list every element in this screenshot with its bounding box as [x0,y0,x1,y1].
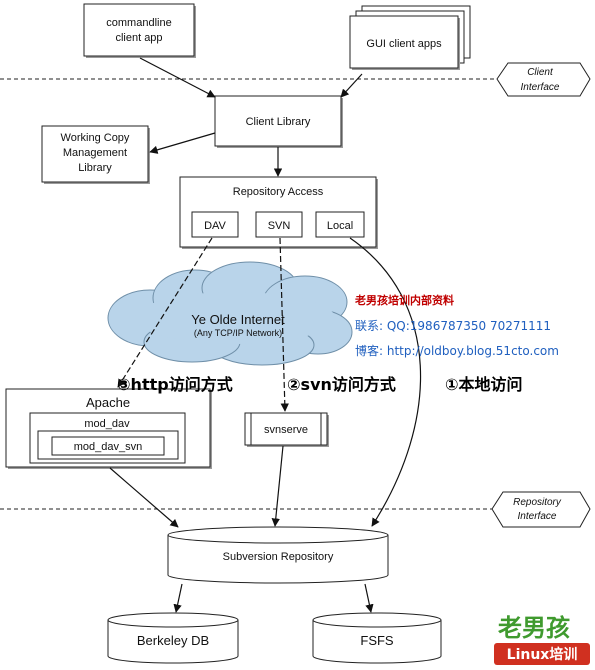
edge-repository-to-fsfs [364,583,374,613]
edge-dav-to-apache [117,237,213,388]
internet-label-line2: (Any TCP/IP Network) [194,328,282,338]
oldboy-logo: 老男孩 Linux培训 [494,614,590,665]
fsfs-label: FSFS [360,633,394,648]
repository-access-node: Repository Access DAV SVN Local [179,176,378,249]
route-http-label: ③http访问方式 [117,375,233,394]
svn-label: SVN [268,220,291,232]
edge-gui-to-library [340,73,363,98]
route-local-label: ①本地访问 [445,375,523,394]
client-interface-tag: Client Interface [496,62,591,97]
note-contact: 联系: QQ:1986787350 70271111 [355,319,551,333]
internet-cloud: Ye Olde Internet (Any TCP/IP Network) [107,261,353,366]
working-copy-library-node: Working Copy Management Library [41,125,150,184]
repository-access-label: Repository Access [233,186,324,198]
local-label: Local [327,220,353,232]
berkeley-db-node: Berkeley DB [107,612,239,664]
svn-node [255,211,303,238]
dav-label: DAV [204,220,226,232]
mod-dav-label: mod_dav [84,418,130,430]
fsfs-node: FSFS [312,612,442,664]
svnserve-label: svnserve [264,424,308,436]
working-copy-label-line3: Library [78,162,112,174]
gui-client-node: GUI client apps [349,5,471,70]
apache-node: Apache mod_dav mod_dav_svn [5,388,212,469]
working-copy-label-line2: Management [63,147,127,159]
edge-apache-to-repository [109,467,179,528]
repository-interface-tag: Repository Interface [491,491,591,528]
client-interface-label-line1: Client [527,67,554,78]
svnserve-node: svnserve [244,412,329,447]
gui-client-label: GUI client apps [366,38,442,50]
local-node [315,211,365,238]
repository-interface-label-line2: Interface [518,511,557,522]
working-copy-label-line1: Working Copy [61,132,130,144]
berkeley-db-label: Berkeley DB [137,633,209,648]
repository-interface-label-line1: Repository [513,497,562,508]
commandline-client-label-line1: commandline [106,17,171,29]
commandline-client-node: commandline client app [83,3,196,58]
note-blog: 博客: http://oldboy.blog.51cto.com [355,343,559,358]
client-library-node: Client Library [214,95,343,148]
commandline-client-label-line2: client app [115,32,162,44]
internet-label-line1: Ye Olde Internet [191,312,285,327]
edge-library-to-working-copy [149,132,216,154]
note-title: 老男孩培训内部资料 [354,293,454,307]
client-interface-label-line2: Interface [521,82,560,93]
route-svn-label: ②svn访问方式 [287,375,396,394]
dav-node [191,211,239,238]
apache-label: Apache [86,395,130,410]
subversion-repository-label: Subversion Repository [223,551,334,563]
edges [109,57,422,613]
logo-text-cn: 老男孩 [498,614,570,642]
edge-repository-to-berkeley [173,583,183,613]
mod-dav-svn-label: mod_dav_svn [74,441,143,453]
client-library-label: Client Library [246,116,311,128]
logo-badge [494,643,590,665]
edge-local-to-repository [349,237,422,527]
logo-text-en: Linux培训 [507,646,578,663]
subversion-repository-node: Subversion Repository [167,526,389,584]
edge-svnserve-to-repository [271,445,284,527]
edge-svn-to-svnserve [279,237,289,412]
edge-commandline-to-library [139,57,216,98]
